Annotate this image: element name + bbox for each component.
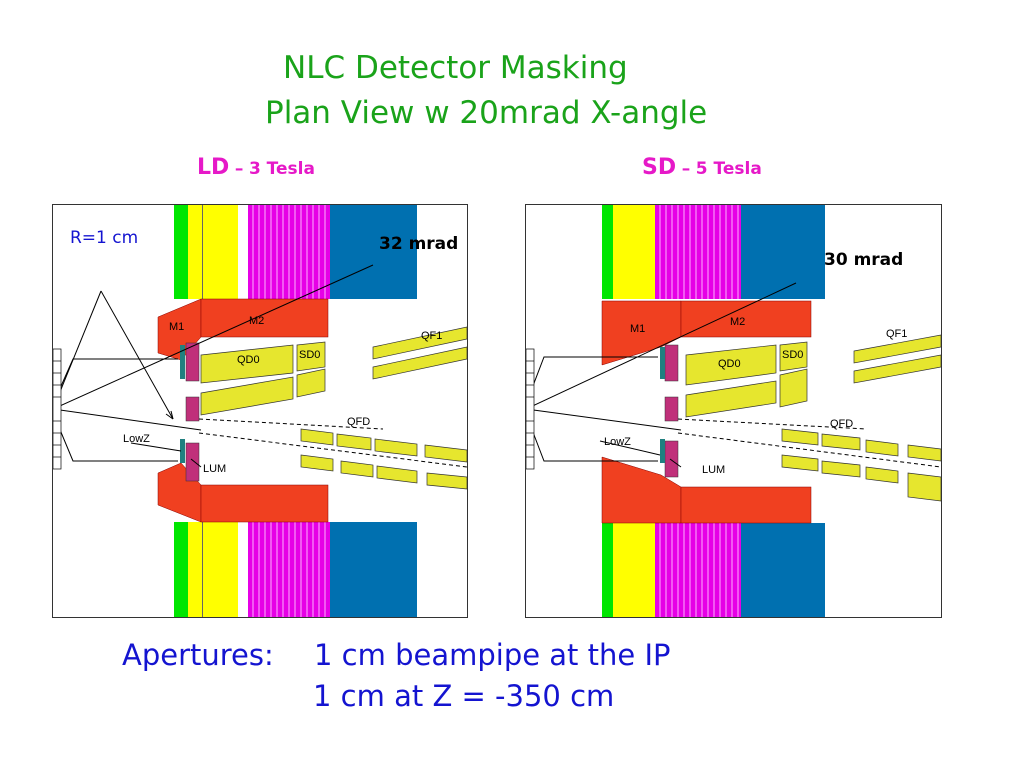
ld-field: 3 Tesla [248, 159, 315, 179]
sd-qfd-magnets [781, 428, 941, 502]
ld-magenta-stripes-top [252, 205, 326, 299]
sd-qf1-upper [853, 334, 941, 364]
ld-qd0-label: QD0 [237, 354, 260, 366]
ld-plan-view-panel: M1 M2 QD0 SD0 QF1 QFD [52, 204, 468, 618]
ld-yellow-divider-bottom [202, 522, 203, 617]
sd-blue-layer-bottom [741, 523, 825, 617]
sd-detector-diagram: M1 M2 QD0 SD0 QF1 QFD [526, 205, 941, 617]
sd-lowz-label: LowZ [604, 436, 631, 448]
ld-qf1-upper [372, 326, 467, 360]
sd-m2-label: M2 [730, 316, 745, 328]
sd-blue-layer-top [741, 205, 825, 299]
sd-green-layer-top [602, 205, 613, 299]
sd-m2-mask-bottom [680, 486, 812, 524]
ld-qd0-lower [200, 376, 294, 416]
sd-sd0-label: SD0 [782, 349, 803, 361]
ld-blue-layer-bottom [330, 522, 417, 617]
ld-magenta-stripes-bottom [252, 522, 326, 617]
sd-field: 5 Tesla [695, 159, 762, 179]
apertures-line-1: Apertures: 1 cm beampipe at the IP [122, 638, 671, 672]
ld-lum-bottom [185, 442, 200, 482]
ld-yellow-divider-top [202, 205, 203, 299]
ld-detector-diagram: M1 M2 QD0 SD0 QF1 QFD [53, 205, 467, 617]
sd-green-layer-bottom [602, 523, 613, 617]
sd-m1-mask-top [601, 300, 682, 366]
ld-separator: – [234, 159, 244, 179]
ld-radius-label: R=1 cm [70, 228, 138, 248]
sd-plan-view-panel: M1 M2 QD0 SD0 QF1 QFD [525, 204, 942, 618]
ld-green-layer-bottom [174, 522, 188, 617]
sd-magenta-stripes-bottom [659, 523, 739, 617]
ld-lum-mid [185, 396, 200, 422]
ld-yellow-layer-top [188, 205, 238, 299]
ld-green-layer-top [174, 205, 188, 299]
sd-qfd-label: QFD [830, 418, 853, 430]
sd-magenta-stripes-top [659, 205, 739, 299]
ld-qd0-upper [200, 344, 294, 384]
ld-sd0-label: SD0 [299, 349, 320, 361]
ld-m2-mask-bottom [200, 484, 329, 523]
ld-qf1-lower [372, 346, 467, 380]
ld-qfd-magnets [300, 428, 467, 490]
ld-sd0-lower [296, 368, 326, 398]
sd-lum-bottom [664, 440, 679, 478]
sd-sd0-upper [779, 341, 808, 372]
ld-m2-label: M2 [249, 315, 264, 327]
sd-qd0-lower [685, 380, 777, 418]
sd-angle-label: 30 mrad [824, 250, 903, 270]
sd-lum-label: LUM [702, 464, 725, 476]
title-line-1: NLC Detector Masking [283, 50, 628, 86]
ld-qf1-label: QF1 [421, 330, 442, 342]
sd-lum-mid [664, 396, 679, 422]
sd-lowz-bottom [660, 439, 665, 463]
ld-lowz-label: LowZ [123, 433, 150, 445]
ld-sd0-upper [296, 341, 326, 372]
sd-qf1-lower [853, 354, 941, 384]
ld-m1-label: M1 [169, 321, 184, 333]
sd-yellow-layer-top [613, 205, 655, 299]
sd-separator: – [681, 159, 691, 179]
sd-m2-mask-top [680, 300, 812, 338]
ld-beam-lines [53, 264, 467, 468]
title-line-2: Plan View w 20mrad X-angle [265, 95, 708, 131]
sd-qd0-label: QD0 [718, 358, 741, 370]
sd-magenta-layer-bottom [655, 523, 741, 617]
ld-lowz-bottom [180, 439, 185, 463]
sd-subtitle: SD – 5 Tesla [642, 155, 762, 180]
sd-lum-top [664, 344, 679, 382]
ld-angle-label: 32 mrad [379, 234, 458, 254]
sd-qd0-upper [685, 344, 777, 386]
ld-m2-mask-top [200, 298, 329, 338]
apertures-label: Apertures: [122, 638, 274, 672]
sd-m1-label: M1 [630, 323, 645, 335]
sd-yellow-layer-bottom [613, 523, 655, 617]
ld-detector-name: LD [197, 155, 230, 180]
sd-ip-beampipe [526, 348, 535, 470]
ld-subtitle: LD – 3 Tesla [197, 155, 315, 180]
sd-beam-lines [526, 282, 941, 468]
sd-qf1-label: QF1 [886, 328, 907, 340]
sd-detector-name: SD [642, 155, 677, 180]
ld-ip-beampipe [53, 348, 62, 470]
sd-sd0-lower [779, 368, 808, 408]
ld-lum-label: LUM [203, 463, 226, 475]
sd-magenta-layer-top [655, 205, 741, 299]
ld-blue-layer-top [330, 205, 417, 299]
ld-lum-top [185, 342, 200, 382]
ld-lowz-top [180, 345, 185, 379]
ld-qfd-label: QFD [347, 416, 370, 428]
sd-lowz-top [660, 347, 665, 379]
apertures-line-2: 1 cm at Z = -350 cm [313, 679, 615, 713]
ld-yellow-layer-bottom [188, 522, 238, 617]
apertures-ip: 1 cm beampipe at the IP [314, 638, 671, 672]
